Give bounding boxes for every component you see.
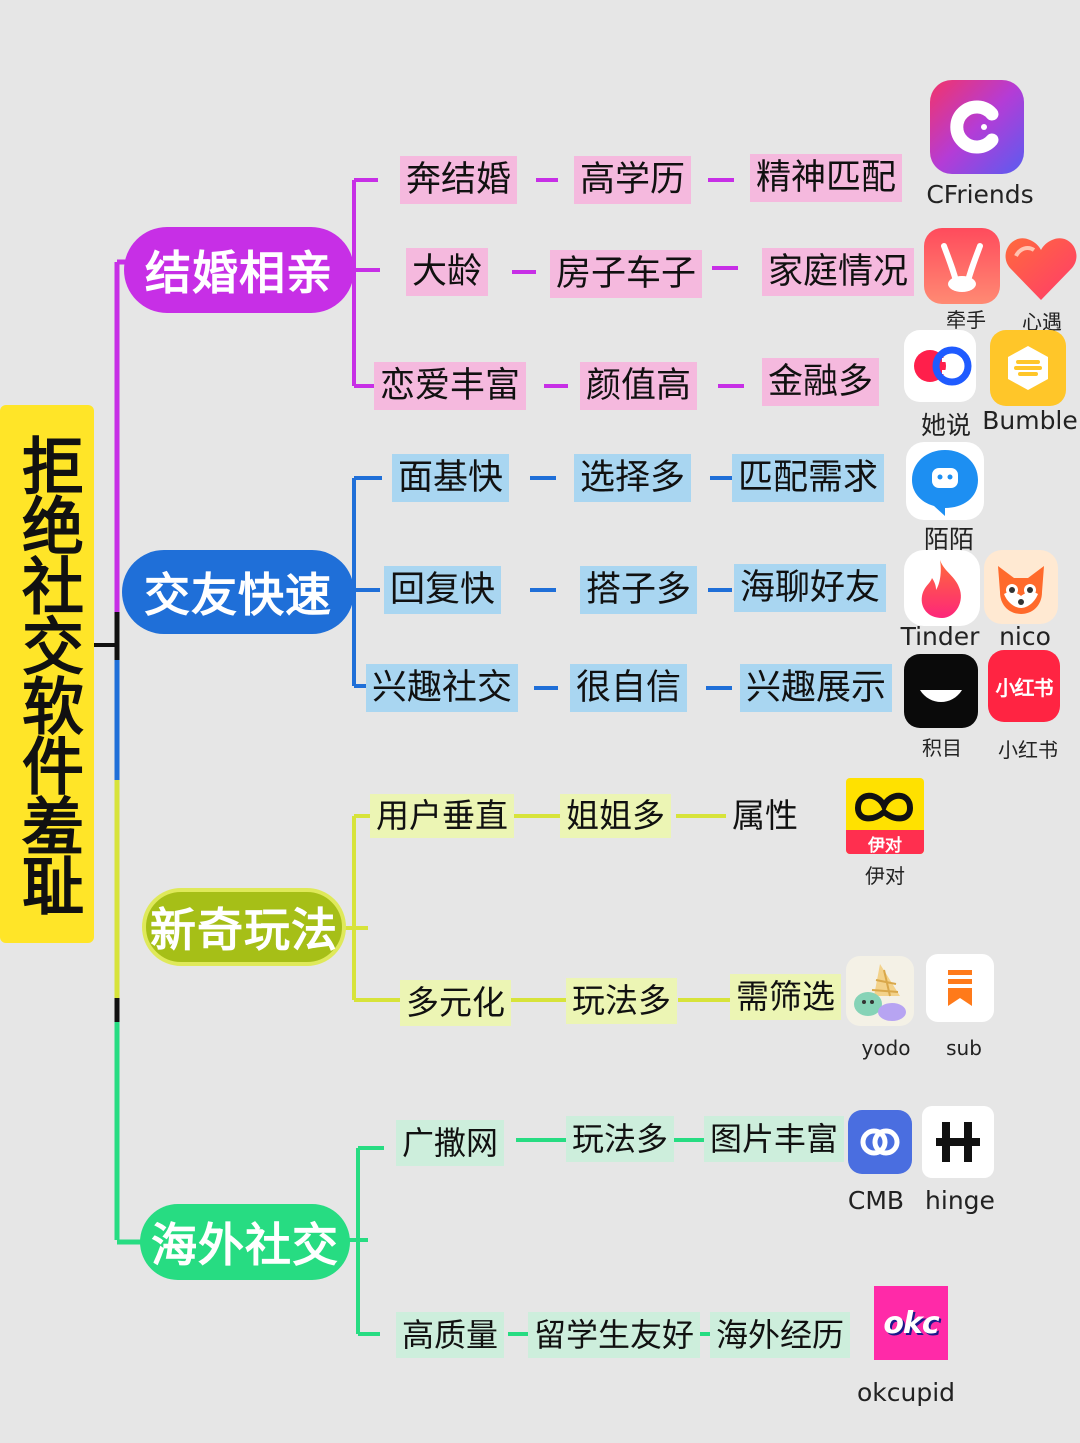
app-label: 小红书 [998,738,1058,762]
node: 搭子多 [580,566,698,614]
node: 高学历 [574,156,692,204]
root-title: 拒绝社交软件羞耻 [0,405,94,943]
app-label: Tinder [900,622,980,651]
node: 兴趣展示 [740,664,893,712]
node: 很自信 [570,664,688,712]
node: 广撒网 [396,1120,505,1166]
node: 海聊好友 [734,564,887,612]
xinyu-app-icon [1002,228,1080,306]
node: 家庭情况 [762,248,915,296]
app-label: 积目 [922,736,962,760]
app-label: nico [999,622,1051,651]
node: 恋爱丰富 [374,362,527,410]
okcupid-logo-text: okc [883,1305,939,1341]
branch-novel-play: 新奇玩法 [142,888,346,966]
node: 大龄 [406,248,489,296]
app-label: CFriends [926,180,1034,209]
branch-overseas: 海外社交 [140,1204,350,1280]
sub-app-icon [926,954,994,1022]
hinge-app-icon [922,1106,994,1178]
yodo-app-icon [846,956,914,1026]
node: 玩法多 [566,1116,675,1162]
nico-app-icon [984,550,1058,624]
cfriends-app-icon [930,80,1024,174]
jimu-app-icon [904,654,978,728]
node: 属性 [732,796,798,835]
app-label: CMB [847,1186,905,1215]
bumble-app-icon [990,330,1066,406]
node: 多元化 [400,980,511,1026]
node: 需筛选 [730,974,841,1020]
node: 高质量 [396,1312,505,1358]
node: 留学生友好 [528,1312,701,1358]
node: 选择多 [574,454,692,502]
node: 用户垂直 [370,794,514,838]
node: 奔结婚 [400,156,518,204]
app-label: 她说 [920,411,971,440]
app-label: 陌陌 [923,525,974,554]
node: 玩法多 [566,978,677,1024]
yidui-app-icon: 伊对 [846,778,924,854]
app-label: 牵手 [946,308,986,332]
app-label: okcupid [856,1378,956,1407]
momo-app-icon [906,442,984,520]
node: 海外经历 [710,1312,851,1358]
branch-quick-friends: 交友快速 [122,550,354,634]
node: 兴趣社交 [366,664,519,712]
okcupid-app-icon: okc [874,1286,948,1360]
cmb-app-icon [848,1110,912,1174]
node: 金融多 [762,358,880,406]
node: 图片丰富 [704,1116,845,1162]
app-label: sub [946,1036,982,1060]
app-label: yodo [861,1036,911,1060]
xiaohongshu-app-icon: 小红书 [988,650,1060,722]
app-label: hinge [925,1186,995,1215]
tashuo-app-icon [904,330,976,402]
branch-marriage: 结婚相亲 [124,227,354,313]
node: 颜值高 [580,362,698,410]
node: 房子车子 [550,250,703,298]
xiaohongshu-logo-text: 小红书 [995,675,1054,700]
yidui-logo-text: 伊对 [868,836,902,854]
qianshou-app-icon [924,228,1000,304]
app-label: Bumble [982,406,1078,435]
node: 精神匹配 [750,154,903,202]
node: 姐姐多 [560,794,671,838]
node: 面基快 [392,454,510,502]
node: 匹配需求 [732,454,885,502]
app-label: 伊对 [865,864,905,888]
tinder-app-icon [904,550,980,626]
node: 回复快 [384,566,502,614]
